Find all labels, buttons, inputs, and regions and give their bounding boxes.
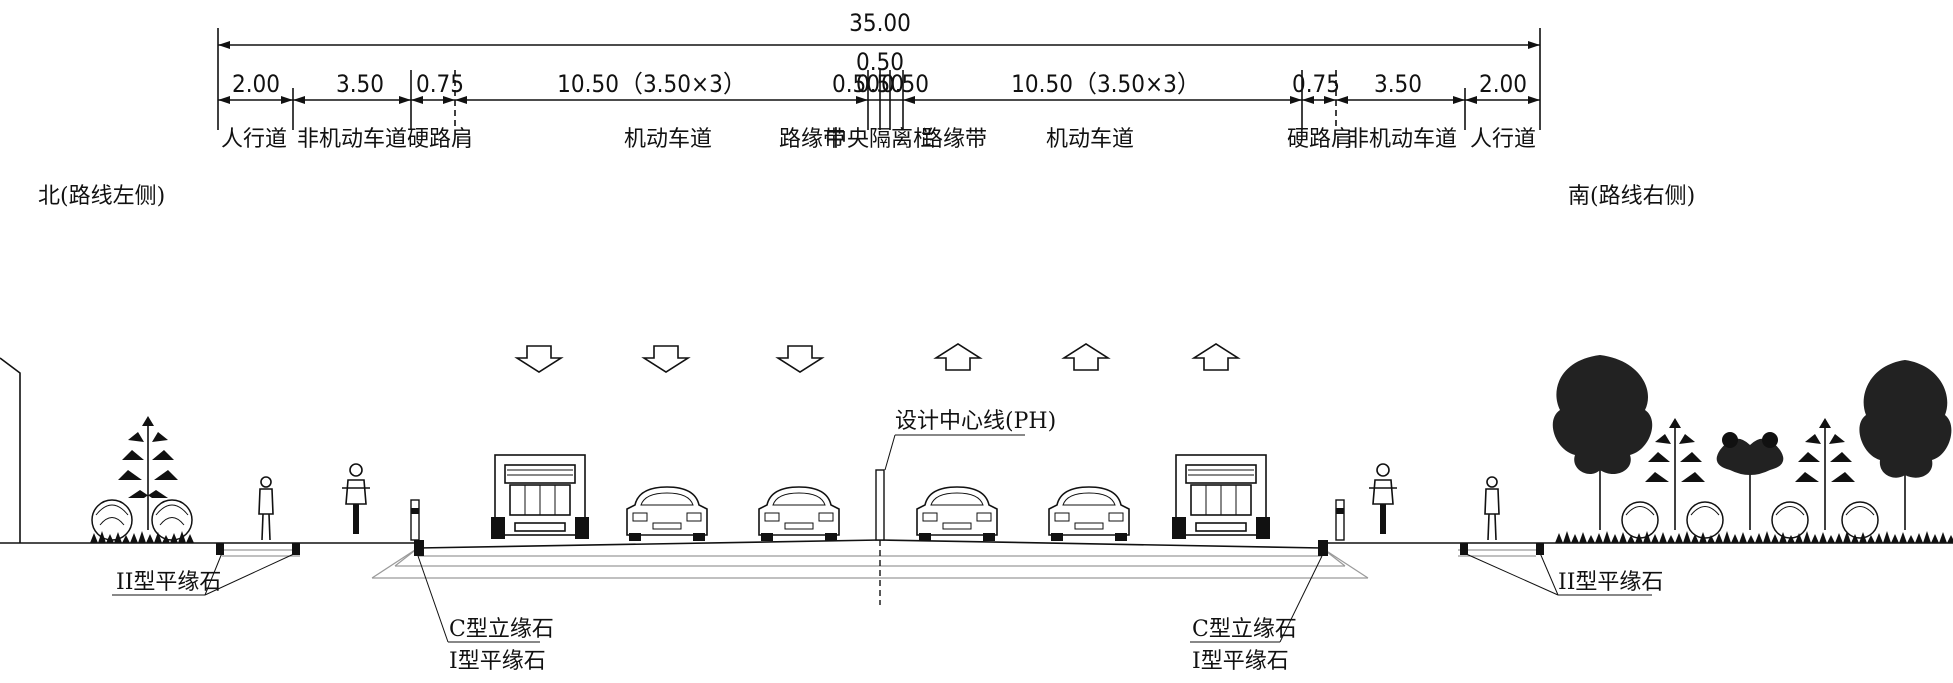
dim-seg-6: 0.50	[856, 70, 904, 98]
bollard-left	[410, 499, 420, 541]
arrow-up-icon	[1191, 343, 1241, 371]
shrub-icon	[91, 499, 193, 541]
dimension-lines	[217, 28, 1541, 130]
dim-seg-5: 0.50	[832, 70, 880, 98]
dim-seg-11: 2.00	[1479, 70, 1527, 98]
curb-c-left-label: C型立缘石	[449, 617, 554, 642]
curb-type1-left-label: I型平缘石	[449, 649, 546, 674]
seg-label-5: 路缘带	[779, 127, 845, 152]
seg-label-3: 硬路肩	[407, 127, 473, 152]
car-3	[916, 486, 998, 541]
truck-right	[1172, 454, 1270, 539]
curb-type2-left-label: II型平缘石	[116, 570, 221, 595]
side-right-label: 南(路线右侧)	[1568, 184, 1695, 209]
seg-label-10: 非机动车道	[1347, 127, 1457, 152]
traffic-arrows	[514, 343, 1241, 373]
dim-total: 35.00	[849, 9, 911, 37]
tree-icon	[1795, 418, 1855, 530]
shrub-icon	[1621, 501, 1879, 539]
pedestrian-left	[258, 476, 274, 541]
curb-type1-right-label: I型平缘石	[1192, 649, 1289, 674]
dim-seg-2: 3.50	[336, 70, 384, 98]
centerline-label: 设计中心线(PH)	[895, 409, 1056, 434]
car-2	[758, 486, 840, 541]
dim-median: 0.50	[856, 48, 904, 76]
tree-icon	[118, 416, 178, 530]
dim-seg-7: 0.50	[881, 70, 929, 98]
curb-annotation-left	[112, 552, 540, 643]
cyclist-right	[1369, 463, 1397, 534]
dim-seg-9: 0.75	[1292, 70, 1340, 98]
dim-seg-8: 10.50（3.50×3）	[1011, 70, 1201, 98]
dim-seg-10: 3.50	[1374, 70, 1422, 98]
seg-label-1: 人行道	[221, 127, 287, 152]
building-outline	[0, 357, 21, 543]
arrow-up-icon	[1061, 343, 1111, 371]
centerline-callout	[884, 434, 1025, 471]
car-1	[626, 486, 708, 541]
bollard-right	[1335, 499, 1345, 541]
seg-label-4: 机动车道	[624, 127, 712, 152]
seg-label-8: 机动车道	[1046, 127, 1134, 152]
dim-seg-3: 0.75	[416, 70, 464, 98]
side-left-label: 北(路线左侧)	[38, 184, 165, 209]
car-4	[1048, 486, 1130, 541]
tree-icon	[1716, 432, 1784, 530]
curb-annotation-right	[1190, 552, 1652, 643]
curb-type2-right-label: II型平缘石	[1558, 570, 1663, 595]
cyclist-left	[342, 463, 370, 534]
tree-icon	[1645, 418, 1705, 530]
seg-label-11: 人行道	[1470, 127, 1536, 152]
arrow-down-icon	[775, 345, 825, 373]
tree-icon	[1552, 355, 1653, 530]
curb-c-right-label: C型立缘石	[1192, 617, 1297, 642]
seg-label-9: 硬路肩	[1287, 127, 1353, 152]
seg-label-7: 路缘带	[921, 127, 987, 152]
seg-label-2: 非机动车道	[297, 127, 407, 152]
tree-icon	[1859, 360, 1952, 530]
dim-seg-1: 2.00	[232, 70, 280, 98]
arrow-up-icon	[933, 343, 983, 371]
arrow-down-icon	[641, 345, 691, 373]
pedestrian-right	[1484, 476, 1500, 541]
dim-seg-4: 10.50（3.50×3）	[557, 70, 747, 98]
vegetation-right	[1552, 355, 1953, 543]
median-barrier	[875, 469, 885, 541]
seg-label-6: 中央隔离栏	[825, 127, 935, 152]
vegetation-left	[90, 416, 194, 543]
truck-left	[491, 454, 589, 539]
arrow-down-icon	[514, 345, 564, 373]
